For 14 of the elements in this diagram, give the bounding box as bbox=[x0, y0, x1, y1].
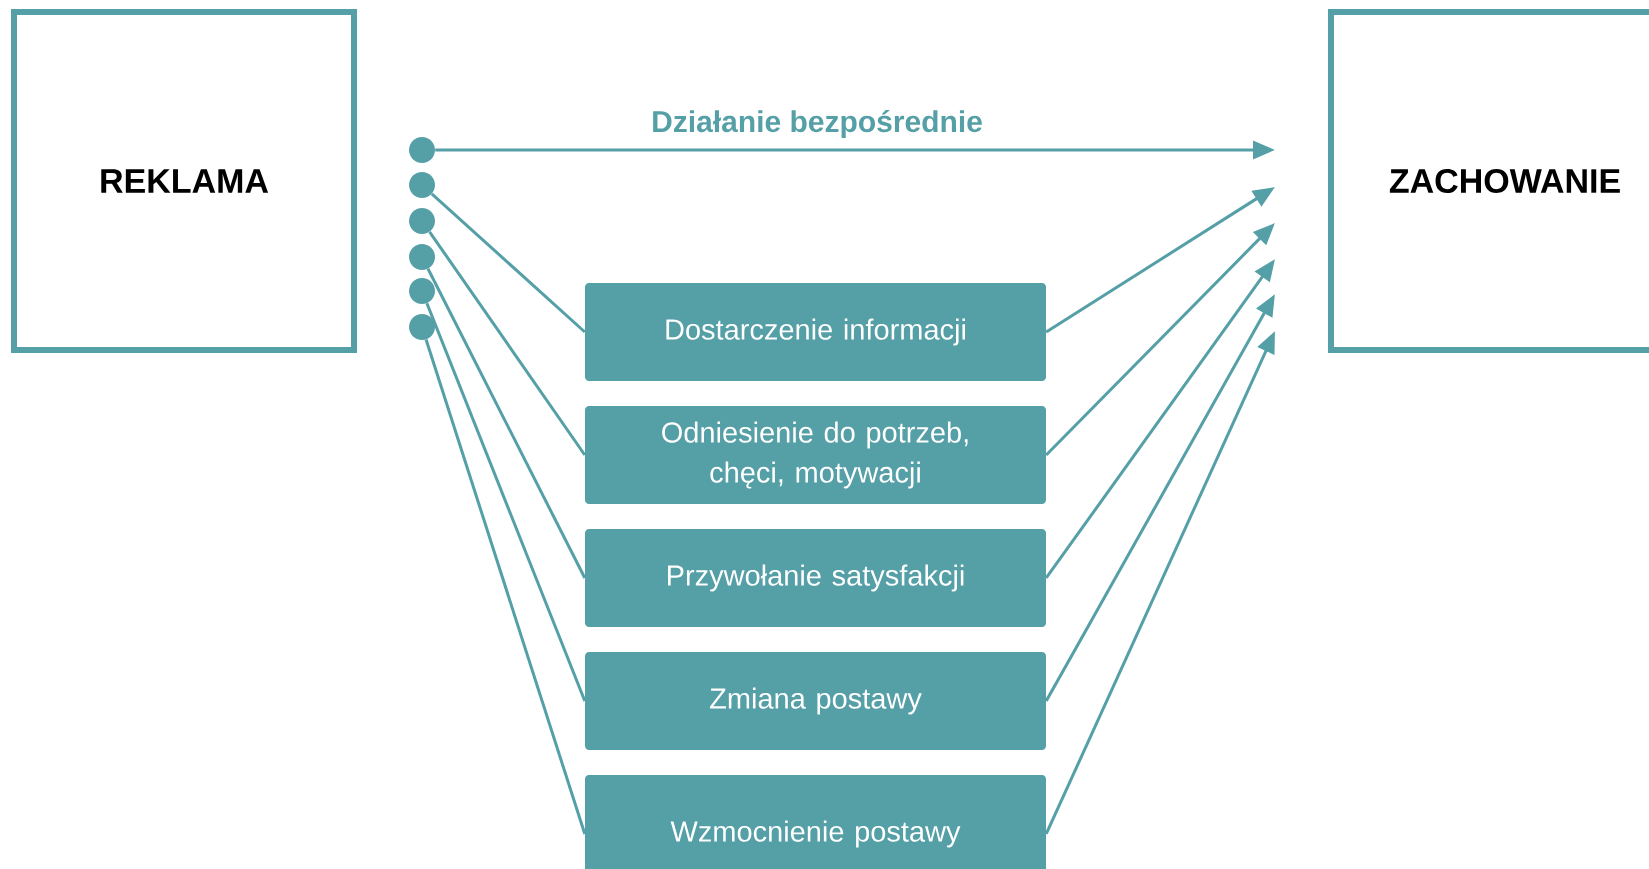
box: ZACHOWANIE bbox=[1328, 9, 1649, 353]
box: REKLAMA bbox=[11, 9, 357, 353]
dot bbox=[409, 244, 435, 270]
process-box: Przywołanie satysfakcji bbox=[585, 529, 1046, 627]
process-box: Dostarczenie informacji bbox=[585, 283, 1046, 381]
dot bbox=[409, 137, 435, 163]
dot bbox=[409, 172, 435, 198]
edge-label: Działanie bezpośrednie bbox=[653, 109, 982, 139]
dot bbox=[409, 278, 435, 304]
process-box: Zmiana postawy bbox=[585, 652, 1046, 750]
dot bbox=[409, 208, 435, 234]
process-box: Wzmocnienie postawy bbox=[585, 775, 1046, 869]
process-box: Odniesienie do potrzeb, chęci, motywacji bbox=[585, 406, 1046, 504]
dot bbox=[409, 314, 435, 340]
